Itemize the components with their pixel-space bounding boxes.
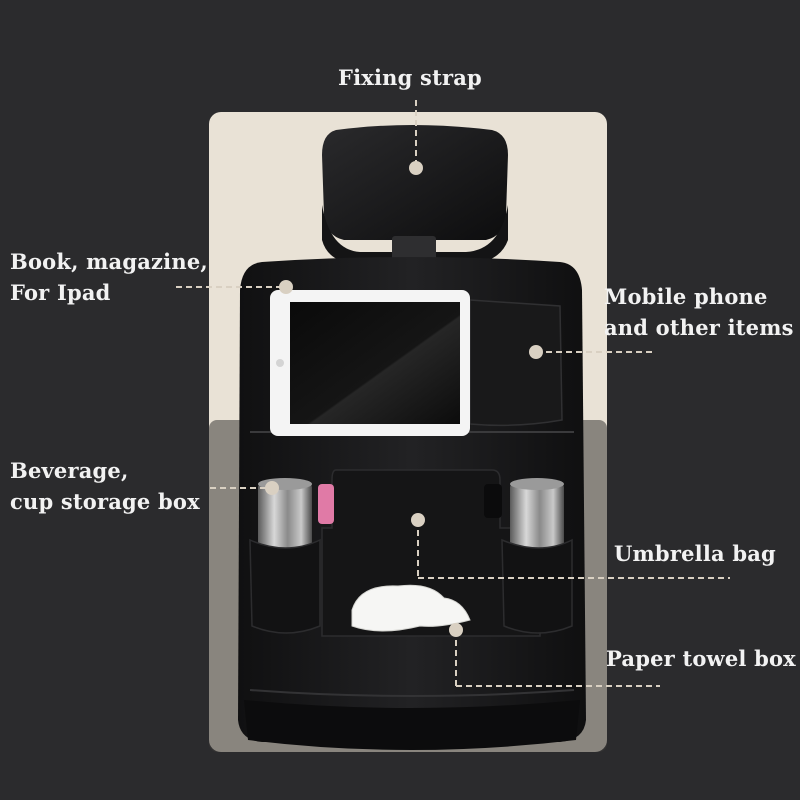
callout-line: Mobile phone (604, 284, 768, 309)
dot-umbrella-bag (411, 513, 425, 527)
callout-umbrella-bag: Umbrella bag (614, 538, 776, 569)
cup-holder-left (249, 538, 321, 634)
callout-fixing-strap: Fixing strap (338, 62, 482, 93)
cup-left (258, 482, 312, 554)
callout-line: For Ipad (10, 280, 111, 305)
dot-paper-towel (449, 623, 463, 637)
stitching (249, 689, 575, 697)
callout-mobile-phone: Mobile phone and other items (604, 281, 794, 343)
phone-pocket (469, 299, 563, 427)
headrest (322, 125, 508, 240)
paper-towel (351, 584, 471, 632)
callout-line: Fixing strap (338, 65, 482, 90)
tablet-home-button (276, 359, 284, 367)
cup-holder-right (501, 538, 573, 634)
callout-line: cup storage box (10, 489, 200, 514)
callout-line: Book, magazine, (10, 249, 208, 274)
callout-line: Beverage, (10, 458, 129, 483)
callout-beverage: Beverage, cup storage box (10, 455, 200, 517)
tablet-screen (290, 302, 460, 424)
callout-line: and other items (604, 315, 794, 340)
callout-paper-towel: Paper towel box (606, 643, 796, 674)
tissue-accent (318, 484, 334, 524)
callout-line: Paper towel box (606, 646, 796, 671)
dot-beverage (265, 481, 279, 495)
dot-mobile-phone (529, 345, 543, 359)
tissue-strap (484, 484, 502, 518)
cup-right (510, 482, 564, 552)
callout-line: Umbrella bag (614, 541, 776, 566)
dot-fixing-strap (409, 161, 423, 175)
callout-book-magazine: Book, magazine, For Ipad (10, 246, 208, 308)
dot-book-magazine (279, 280, 293, 294)
cup-right-lid (510, 478, 564, 490)
organizer-base (244, 700, 580, 750)
